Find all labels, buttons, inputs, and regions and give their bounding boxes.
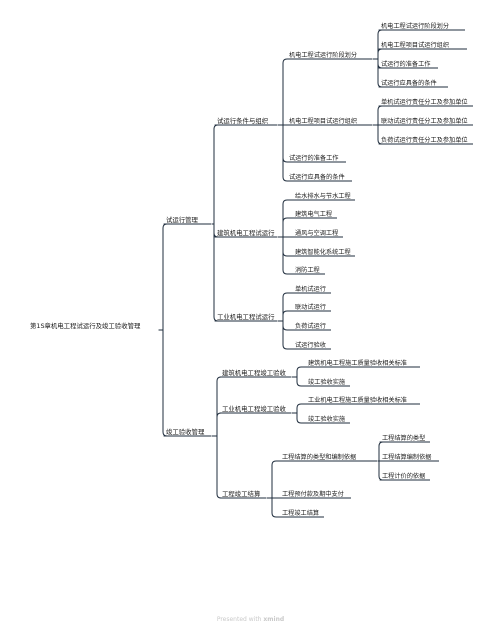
topic-0-1-0[interactable]: 给水排水与节水工程: [295, 192, 351, 200]
connector-0-0: [211, 124, 219, 225]
topic-1-1-0[interactable]: 工业机电工程施工质量验收相关标准: [308, 396, 407, 404]
topic-1-2[interactable]: 工程竣工结算: [222, 489, 261, 498]
connector-1-0-0: [291, 366, 307, 378]
topic-0-0-1-2[interactable]: 负荷试运行责任分工及参加单位: [381, 136, 468, 144]
topic-0-1-1[interactable]: 建筑电气工程: [295, 210, 332, 218]
topic-0-0-2[interactable]: 试运行的准备工作: [289, 154, 339, 162]
topic-0-0-0[interactable]: 机电工程试运行阶段划分: [289, 51, 357, 59]
topic-1-1[interactable]: 工业机电工程竣工验收: [222, 404, 287, 413]
topic-1-2-0-2[interactable]: 工程计价的依据: [382, 472, 425, 480]
connector-1-2: [211, 435, 222, 499]
topic-0-0-0-0[interactable]: 机电工程试运行阶段划分: [381, 22, 449, 30]
topic-0-1[interactable]: 建筑机电工程试运行: [217, 228, 275, 237]
connector-0-1-0: [277, 199, 294, 238]
topic-1[interactable]: 竣工验收管理: [166, 427, 205, 436]
topic-1-0-0[interactable]: 建筑机电工程施工质量验收相关标准: [308, 359, 407, 367]
connector-0-1-4: [277, 236, 294, 275]
connector-0-1-3: [277, 236, 294, 257]
topic-0-0-0-1[interactable]: 机电工程项目试运行组织: [381, 41, 449, 49]
connector-0: [158, 223, 168, 331]
connector-0-0-3: [277, 124, 288, 182]
connector-0-1-1: [277, 217, 294, 238]
topic-0-1-2[interactable]: 通风与空调工程: [295, 229, 338, 237]
topic-1-0[interactable]: 建筑机电工程竣工验收: [222, 368, 287, 377]
mindmap-topics: 第1S章机电工程试运行及竣工验收管理 试运行管理 试运行条件与组织 机电工程试运行阶段…: [30, 22, 468, 517]
topic-0-0-0-2[interactable]: 试运行的准备工作: [381, 60, 431, 68]
watermark-brand: xmind: [263, 616, 285, 623]
topic-0-1-4[interactable]: 消防工程: [295, 266, 320, 274]
topic-0-2-2[interactable]: 负荷试运行: [295, 322, 326, 330]
topic-0-0-3[interactable]: 试运行应具备的条件: [289, 173, 345, 181]
topic-1-2-1[interactable]: 工程预付款及期中支付: [282, 490, 344, 498]
topic-0-2-1[interactable]: 联动试运行: [295, 303, 326, 311]
topic-1-2-0[interactable]: 工程结算的类型和编制依据: [282, 453, 356, 461]
topic-0-2-3[interactable]: 试运行验收: [295, 341, 326, 349]
connector-1-2-0: [266, 460, 281, 499]
topic-1-2-0-1[interactable]: 工程结算编制依据: [382, 453, 432, 461]
connector-0-2-2: [277, 320, 294, 331]
topic-1-0-1[interactable]: 竣工验收实施: [308, 378, 345, 386]
topic-0-0-0-3[interactable]: 试运行应具备的条件: [381, 79, 437, 87]
topic-0-1-3[interactable]: 建筑智能化系统工程: [295, 248, 351, 256]
topic-0-0-1[interactable]: 机电工程项目试运行组织: [289, 117, 357, 125]
topic-0-2-0[interactable]: 单机试运行: [295, 285, 326, 293]
connector-1-0-1: [291, 376, 307, 387]
watermark: Presented with xmind: [0, 616, 501, 623]
connector-0-2-3: [277, 320, 294, 350]
topic-0-0-1-1[interactable]: 联动试运行责任分工及参加单位: [381, 117, 468, 125]
topic-0-2[interactable]: 工业机电工程试运行: [217, 312, 275, 321]
connector-1-2-2: [266, 497, 281, 518]
topic-1-2-2[interactable]: 工程竣工结算: [282, 509, 319, 517]
root-topic[interactable]: 第1S章机电工程试运行及竣工验收管理: [30, 321, 141, 330]
connector-0-2: [211, 223, 219, 322]
topic-1-1-1[interactable]: 竣工验收实施: [308, 415, 345, 423]
topic-0[interactable]: 试运行管理: [166, 215, 199, 224]
connector-0-0-0: [277, 58, 288, 126]
connector-1-1-0: [291, 403, 307, 414]
topic-0-0[interactable]: 试运行条件与组织: [217, 116, 269, 125]
connector-0-2-1: [277, 310, 294, 322]
mindmap-connectors: [158, 29, 473, 518]
topic-1-2-0-0[interactable]: 工程结算的类型: [382, 434, 425, 442]
connector-1: [158, 329, 168, 437]
connector-0-2-0: [277, 292, 294, 322]
connector-1-1-1: [291, 412, 307, 424]
watermark-prefix: Presented with: [216, 616, 262, 623]
topic-0-0-1-0[interactable]: 单机试运行责任分工及参加单位: [381, 98, 468, 106]
